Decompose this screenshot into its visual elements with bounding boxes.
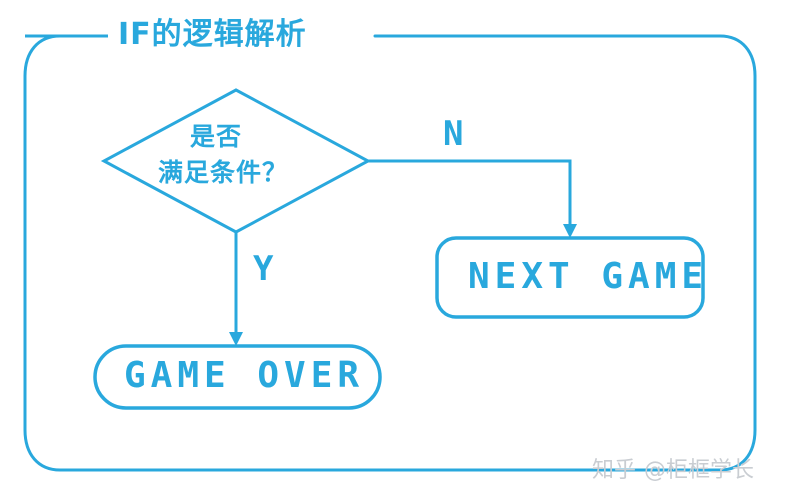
game-over-shape bbox=[93, 344, 382, 410]
edge-n-arrowhead bbox=[563, 224, 577, 238]
decision-node-text-line1: 是否 bbox=[190, 122, 243, 151]
watermark-logo: 知乎 bbox=[592, 458, 637, 483]
decision-node-text-line2: 满足条件？ bbox=[158, 158, 289, 187]
watermark: 知乎 @柜框学长 bbox=[592, 452, 754, 484]
page-title: IF的逻辑解析 bbox=[112, 20, 313, 50]
game-over-node-label: GAME OVER bbox=[124, 355, 365, 396]
next-game-shape bbox=[435, 236, 705, 319]
watermark-handle: @柜框学长 bbox=[644, 458, 755, 483]
edge-n-connector bbox=[368, 159, 572, 228]
edge-label-n: N bbox=[443, 114, 464, 154]
outer-frame-path bbox=[23, 34, 757, 472]
next-game-node-label: NEXT GAME bbox=[468, 256, 709, 297]
edge-label-y: Y bbox=[253, 249, 274, 289]
edge-y-arrowhead bbox=[229, 332, 243, 346]
